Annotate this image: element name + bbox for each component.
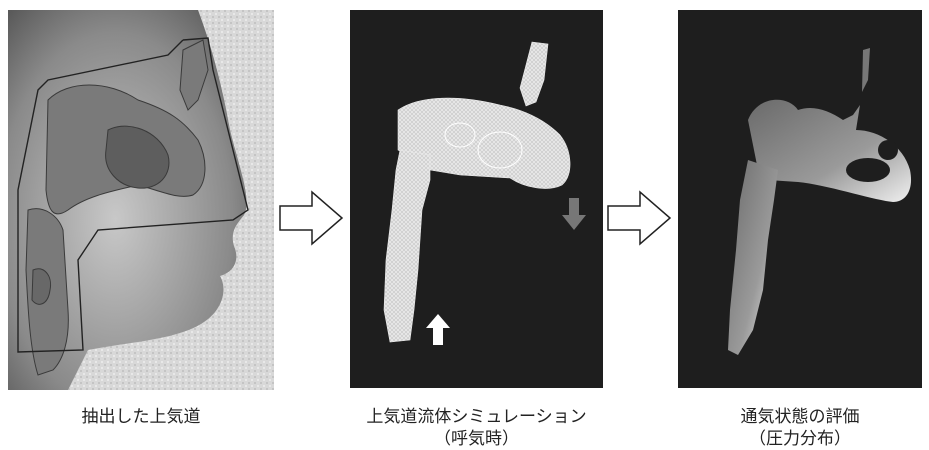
step-arrow-icon (606, 190, 672, 250)
caption-extracted-airway: 抽出した上気道 (8, 406, 274, 428)
caption-pressure-evaluation: 通気状態の評価 （圧力分布） (670, 406, 929, 450)
extracted-airway-image (8, 10, 274, 390)
caption-title: 抽出した上気道 (8, 406, 274, 428)
caption-subtitle: （呼気時） (340, 428, 613, 450)
step-arrow-icon (278, 190, 344, 250)
flow-simulation-image (350, 10, 603, 388)
caption-flow-simulation: 上気道流体シミュレーション （呼気時） (340, 406, 613, 450)
pressure-distribution-image (678, 10, 922, 388)
caption-title: 通気状態の評価 (670, 406, 929, 428)
caption-subtitle: （圧力分布） (670, 428, 929, 450)
caption-title: 上気道流体シミュレーション (340, 406, 613, 428)
